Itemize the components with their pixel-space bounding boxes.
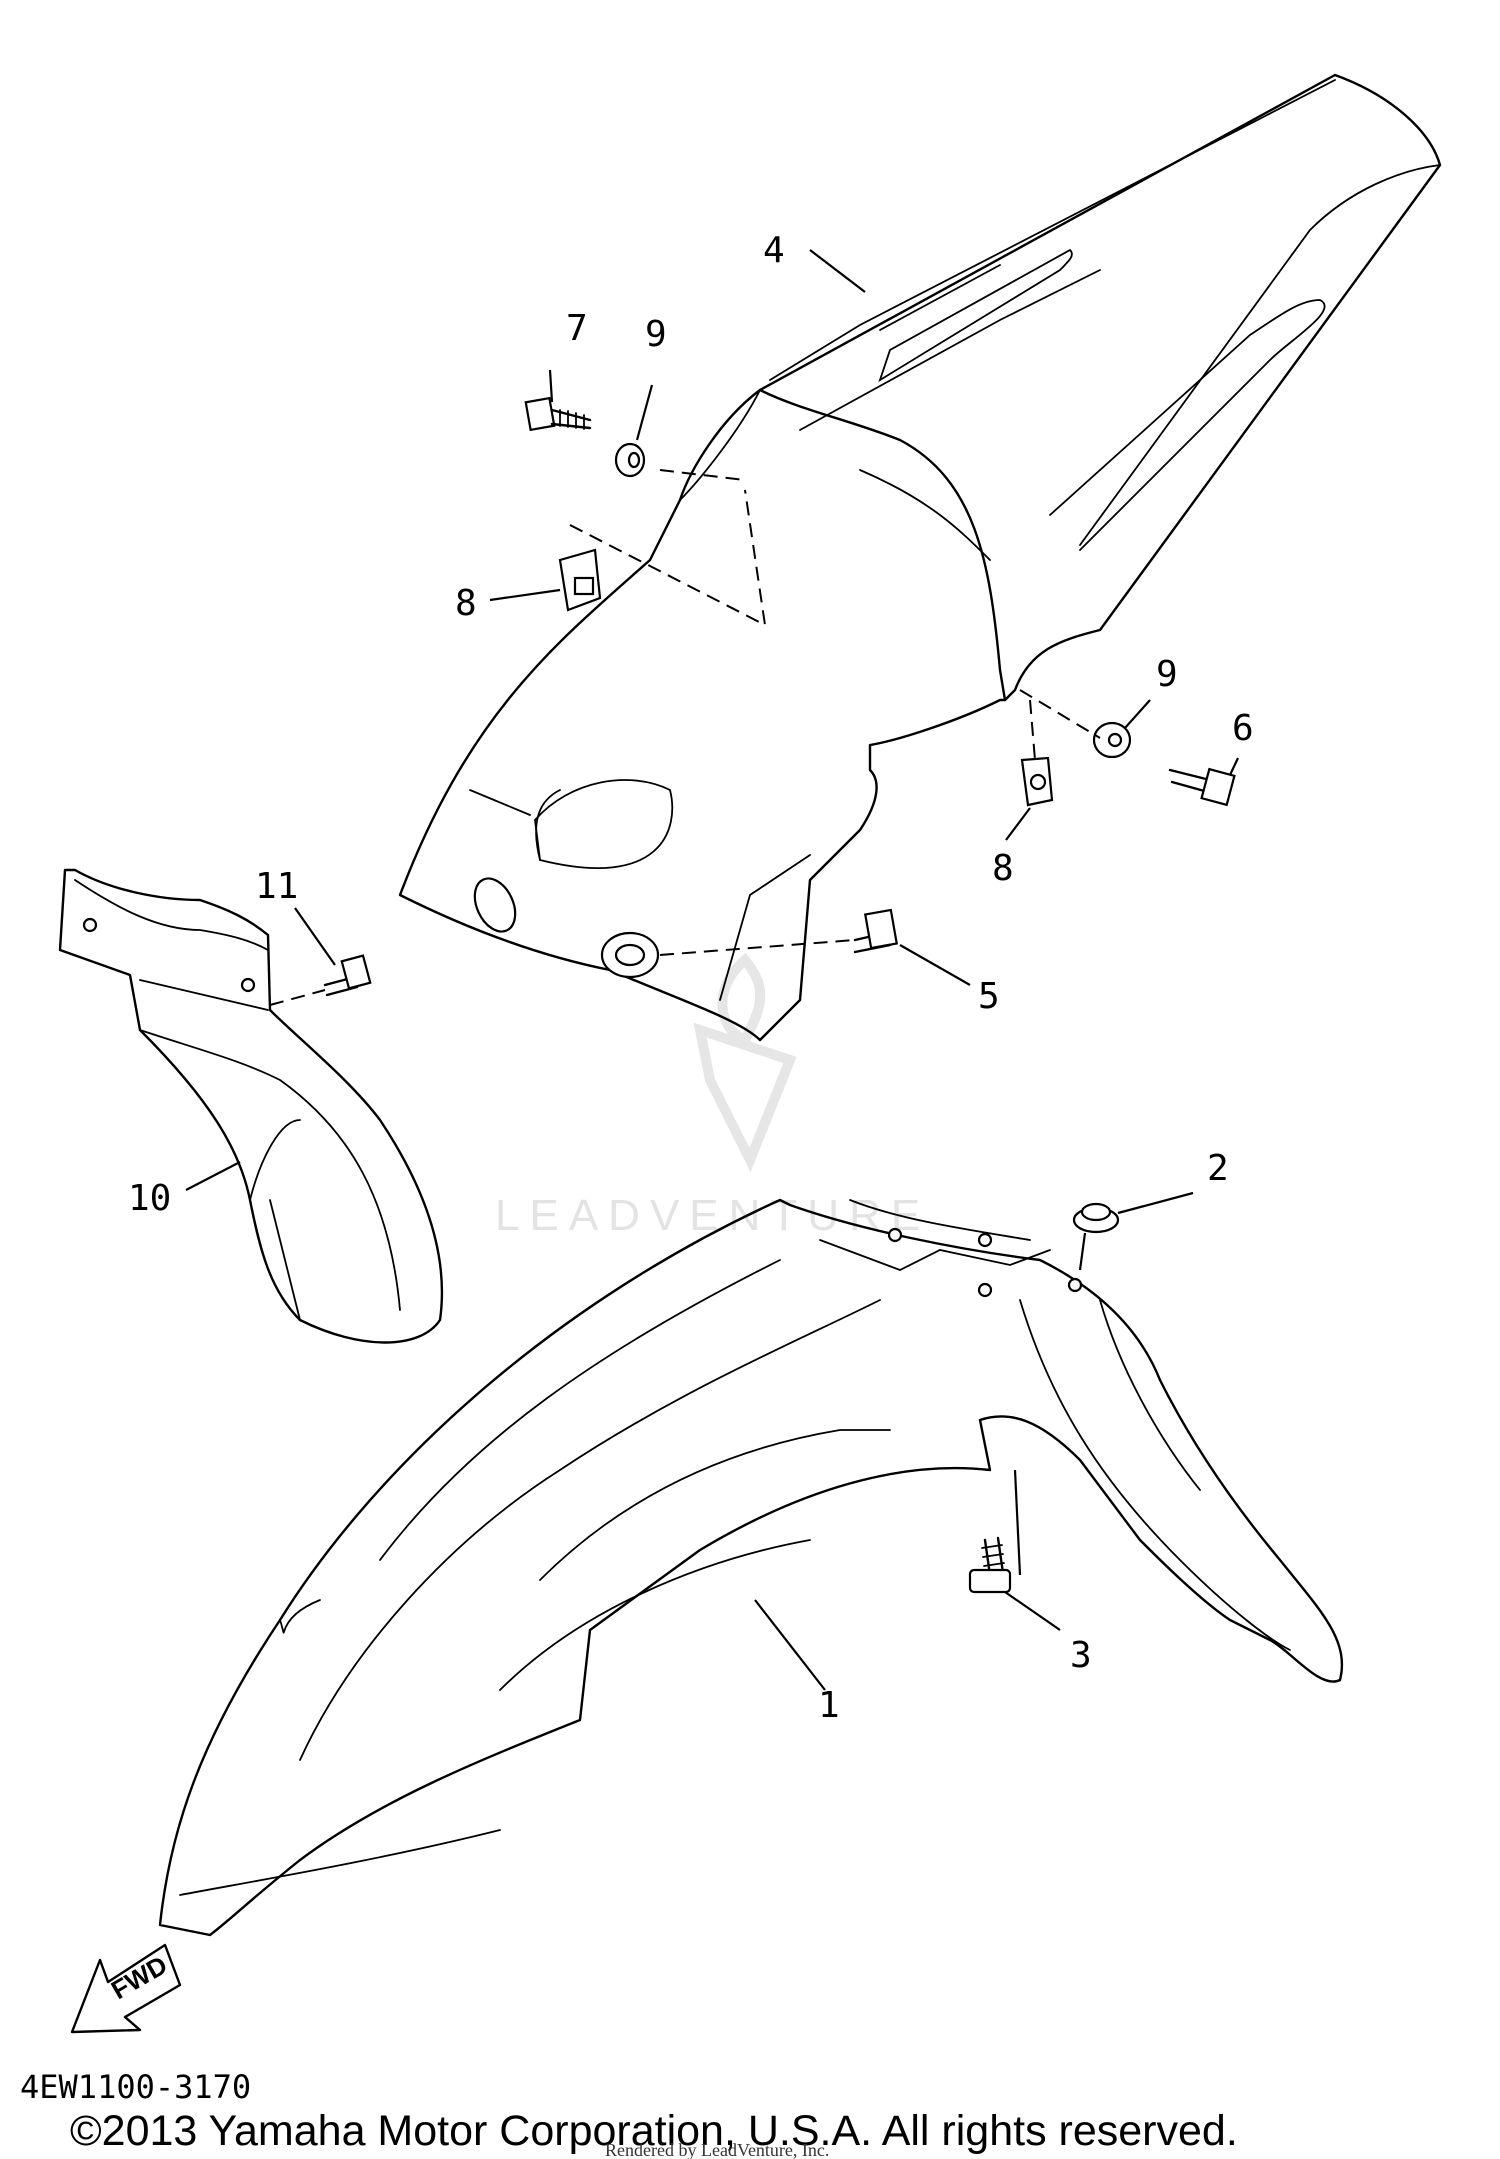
assembly-line-upper xyxy=(569,469,767,627)
callout-9-upper: 9 xyxy=(645,314,667,355)
fwd-label: FWD xyxy=(106,1950,172,2006)
assembly-line-bolt11 xyxy=(269,989,326,1006)
bolt-3 xyxy=(968,1536,1012,1594)
grommet-9-right xyxy=(1092,721,1132,759)
callout-10: 10 xyxy=(128,1178,171,1219)
front-fender-guard xyxy=(58,868,444,1344)
grommet-2 xyxy=(1072,1202,1120,1271)
nut-clip-8-right xyxy=(1020,756,1054,807)
grommet-9-upper xyxy=(614,442,646,478)
callout-9-right: 9 xyxy=(1156,654,1178,695)
bolt-11 xyxy=(323,954,372,997)
assembly-line-right xyxy=(1019,689,1101,761)
callout-leaders xyxy=(185,249,1239,1691)
nut-clip-8-left xyxy=(558,548,602,612)
bolt-7 xyxy=(524,396,592,432)
callout-6: 6 xyxy=(1232,708,1254,749)
callout-1: 1 xyxy=(818,1685,840,1726)
diagram-code: 4EW1100-3170 xyxy=(20,2068,251,2106)
rear-fender xyxy=(758,73,1442,702)
callout-7: 7 xyxy=(566,308,588,349)
bolt-6 xyxy=(1168,767,1236,807)
callout-8-right: 8 xyxy=(992,848,1014,889)
callout-3: 3 xyxy=(1070,1635,1092,1676)
forward-direction-arrow: FWD xyxy=(70,1943,182,2034)
callout-4: 4 xyxy=(763,230,785,271)
callout-2: 2 xyxy=(1207,1148,1229,1189)
rear-fender-skirt xyxy=(398,388,1007,1042)
callout-8-left: 8 xyxy=(455,583,477,624)
copyright-notice: ©2013 Yamaha Motor Corporation, U.S.A. A… xyxy=(70,2107,1238,2155)
callout-11: 11 xyxy=(255,866,298,907)
watermark-text: LEADVENTURE xyxy=(495,1191,930,1240)
assembly-line-bolt5 xyxy=(659,939,856,956)
bolt-5 xyxy=(853,908,899,954)
callout-5: 5 xyxy=(978,976,1000,1017)
front-fender xyxy=(158,1198,1344,1937)
rendered-by-note: Rendered by LeadVenture, Inc. xyxy=(605,2140,829,2159)
watermark-logo xyxy=(693,952,797,1173)
